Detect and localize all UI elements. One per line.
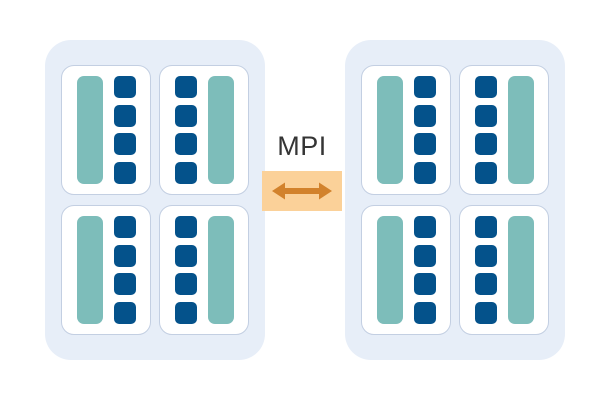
core-column bbox=[113, 216, 136, 324]
mpi-label: MPI bbox=[277, 131, 327, 161]
core-square bbox=[474, 301, 497, 324]
double-headed-arrow-icon bbox=[271, 180, 333, 202]
core-column bbox=[474, 216, 497, 324]
core-column bbox=[113, 76, 136, 184]
core-column bbox=[174, 76, 197, 184]
core-square bbox=[174, 76, 197, 98]
core-square bbox=[113, 244, 136, 267]
core-column bbox=[174, 216, 197, 324]
memory-bar bbox=[76, 216, 103, 324]
node-right-card-top-right bbox=[459, 65, 549, 195]
core-square bbox=[413, 104, 436, 127]
core-square bbox=[113, 216, 136, 238]
core-square bbox=[174, 301, 197, 324]
memory-bar bbox=[376, 216, 403, 324]
core-square bbox=[174, 216, 197, 238]
core-square bbox=[413, 301, 436, 324]
core-column bbox=[413, 216, 436, 324]
memory-bar bbox=[76, 76, 103, 184]
node-right-card-bottom-right bbox=[459, 205, 549, 335]
core-column bbox=[474, 76, 497, 184]
core-square bbox=[113, 133, 136, 156]
core-column bbox=[413, 76, 436, 184]
core-square bbox=[174, 104, 197, 127]
core-square bbox=[113, 76, 136, 98]
core-square bbox=[413, 133, 436, 156]
core-square bbox=[413, 216, 436, 238]
memory-bar bbox=[376, 76, 403, 184]
core-square bbox=[113, 104, 136, 127]
core-square bbox=[174, 244, 197, 267]
node-right bbox=[345, 40, 565, 360]
memory-bar bbox=[207, 76, 234, 184]
core-square bbox=[474, 161, 497, 184]
mpi-link: MPI bbox=[262, 133, 342, 219]
node-right-card-top-left bbox=[361, 65, 451, 195]
memory-bar bbox=[507, 216, 534, 324]
core-square bbox=[413, 273, 436, 296]
core-square bbox=[413, 161, 436, 184]
node-left-card-bottom-right bbox=[159, 205, 249, 335]
memory-bar bbox=[507, 76, 534, 184]
core-square bbox=[113, 273, 136, 296]
core-square bbox=[474, 244, 497, 267]
core-square bbox=[413, 244, 436, 267]
core-square bbox=[113, 161, 136, 184]
memory-bar bbox=[207, 216, 234, 324]
core-square bbox=[474, 104, 497, 127]
node-left-card-top-left bbox=[61, 65, 151, 195]
core-square bbox=[474, 133, 497, 156]
core-square bbox=[413, 76, 436, 98]
node-left-card-top-right bbox=[159, 65, 249, 195]
core-square bbox=[113, 301, 136, 324]
core-square bbox=[474, 273, 497, 296]
core-square bbox=[474, 216, 497, 238]
core-square bbox=[174, 161, 197, 184]
node-left-card-bottom-left bbox=[61, 205, 151, 335]
mpi-arrow-box bbox=[262, 171, 342, 211]
core-square bbox=[174, 273, 197, 296]
node-right-card-bottom-left bbox=[361, 205, 451, 335]
node-left bbox=[45, 40, 265, 360]
core-square bbox=[474, 76, 497, 98]
core-square bbox=[174, 133, 197, 156]
